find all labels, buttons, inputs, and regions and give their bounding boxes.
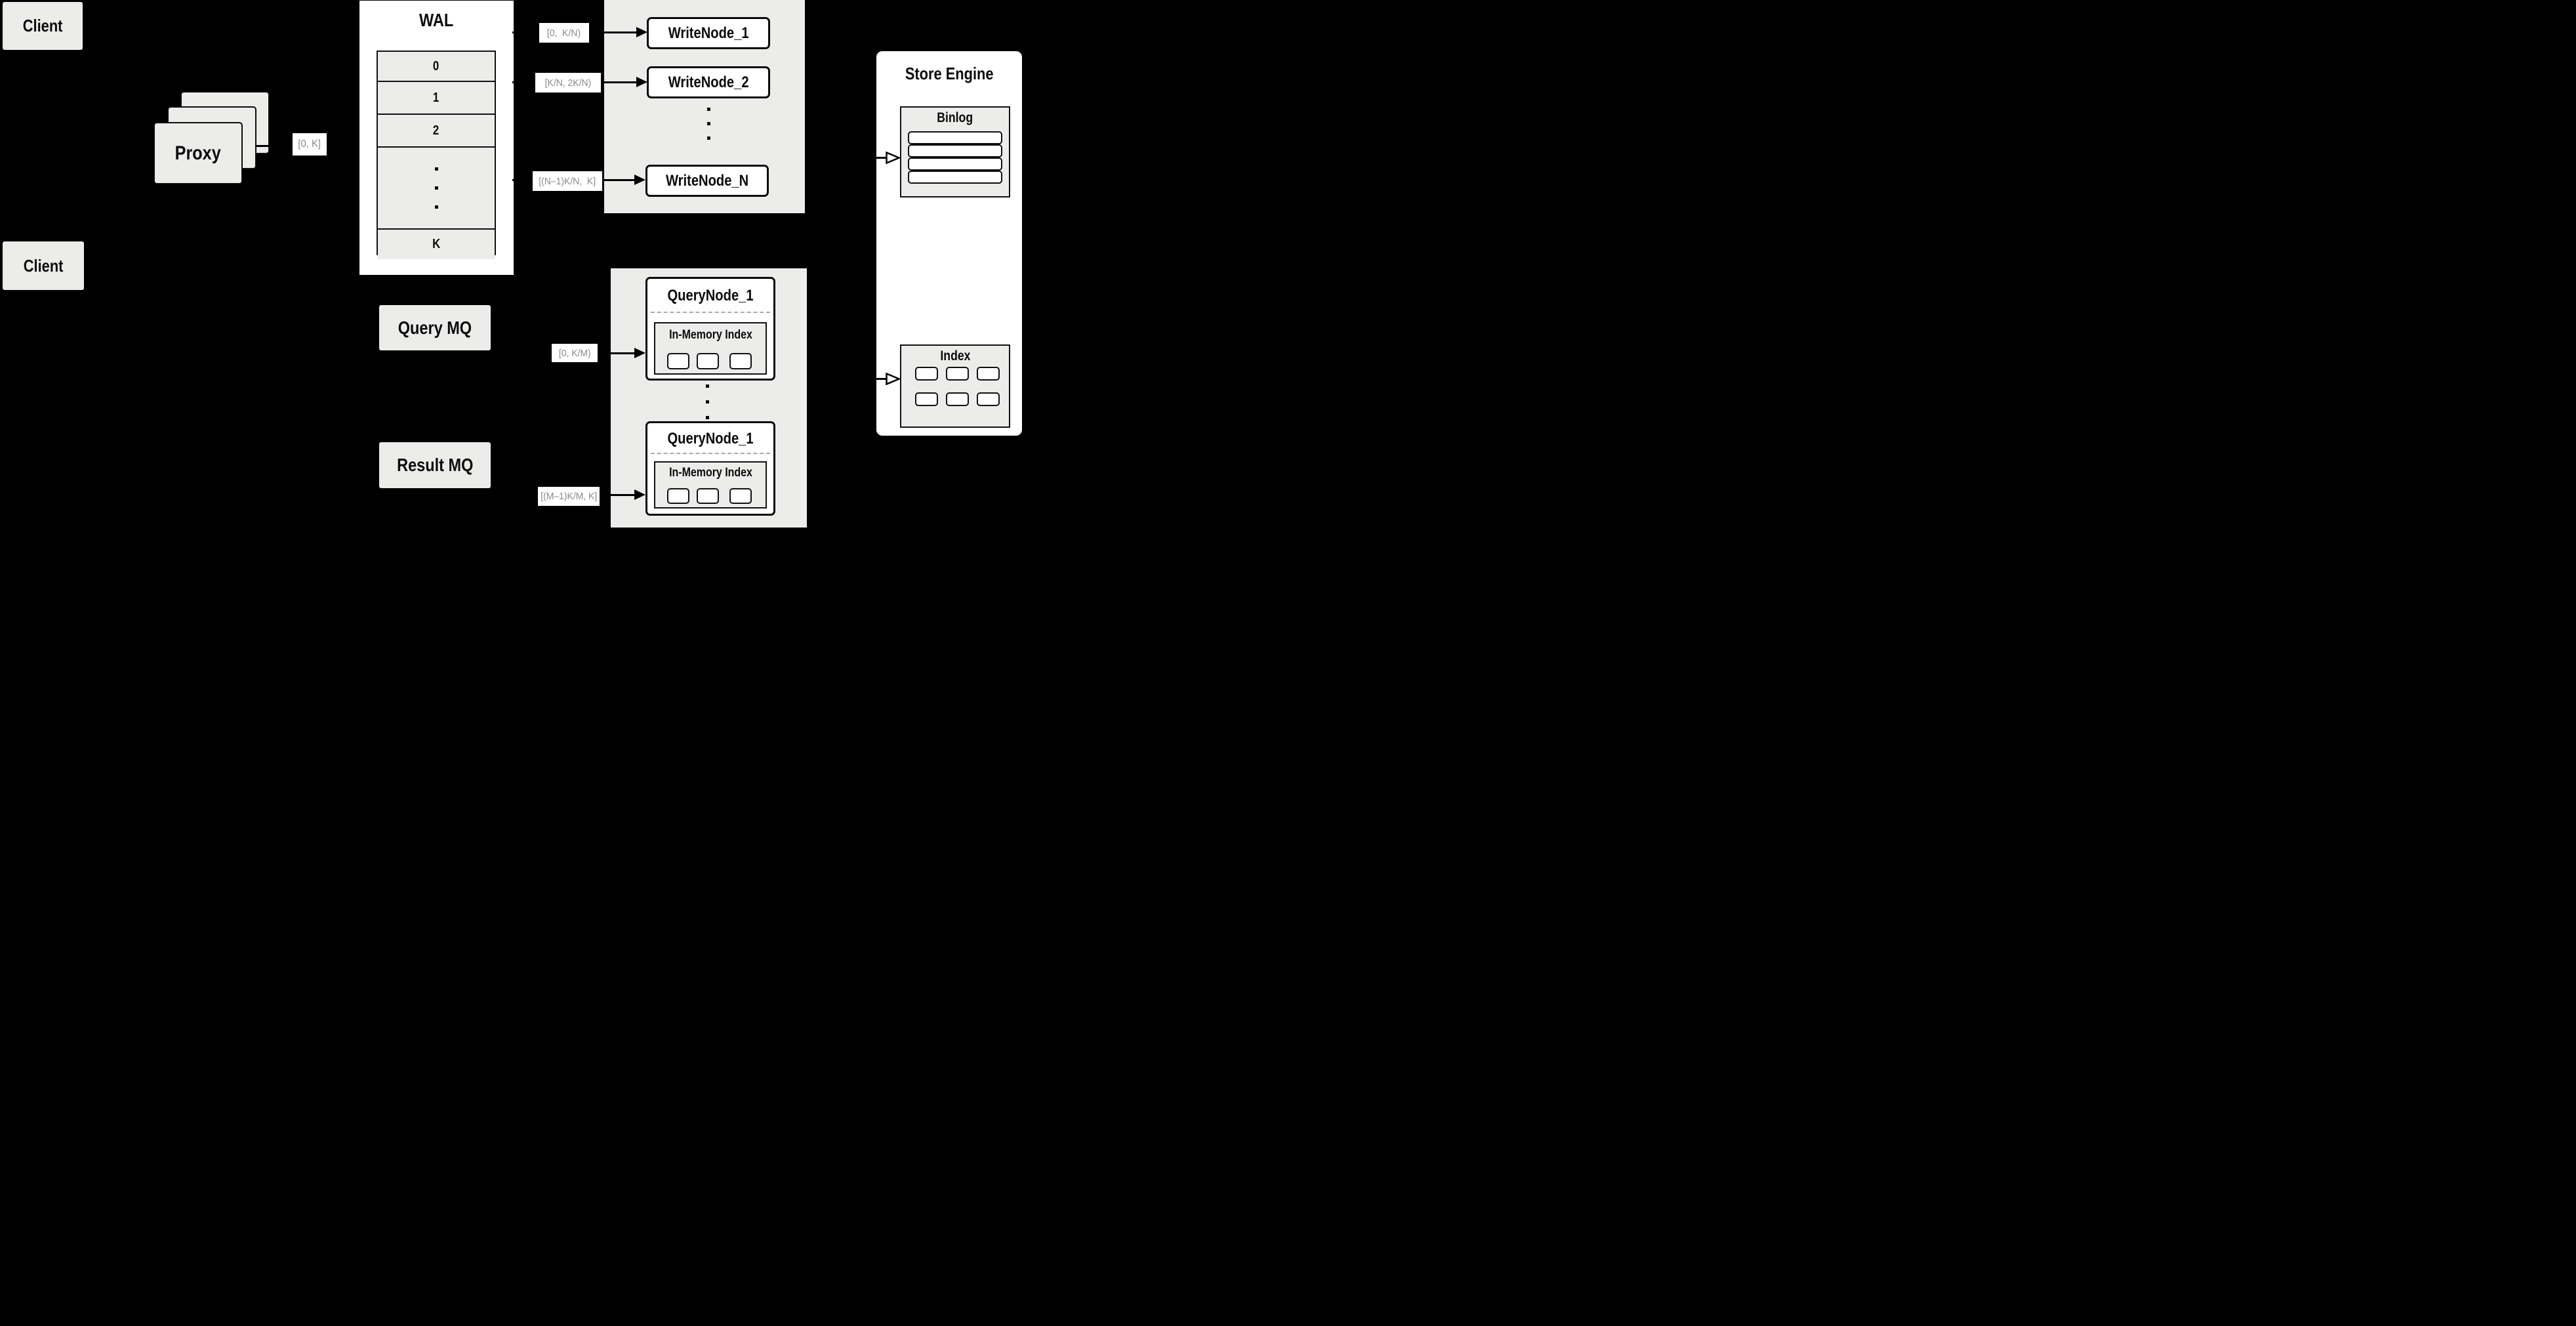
index-cell	[915, 392, 938, 406]
index-cell	[977, 392, 1000, 406]
proxy-label: Proxy	[174, 142, 222, 164]
binlog-row	[908, 157, 1002, 171]
index-cell	[946, 367, 969, 381]
in-memory-index-2-title: In-Memory Index	[668, 466, 752, 480]
connector-to-binlog	[865, 157, 888, 159]
connector-to-index	[865, 378, 888, 380]
binlog-row	[908, 144, 1002, 157]
range-chip-querynode-1: [0, K/M)	[552, 344, 598, 362]
client-box-top: Client	[3, 2, 83, 50]
querynode-1-divider	[651, 312, 770, 313]
in-memory-index-2-title-row: In-Memory Index	[654, 465, 767, 481]
range-chip-writenode-2-label: [K/N, 2K/N)	[544, 77, 592, 89]
wal-segment-row: 0	[378, 52, 495, 81]
result-mq-label: Result MQ	[396, 455, 474, 475]
in-memory-index-1-title-row: In-Memory Index	[654, 327, 767, 343]
range-chip-writenode-1: [0, K/N)	[539, 23, 589, 43]
querynode-2-title: QueryNode_1	[667, 430, 754, 447]
range-chip-querynode-1-label: [0, K/M)	[558, 347, 591, 359]
open-arrowhead-binlog	[886, 152, 900, 164]
range-chip-querynode-2-label: [(M–1)K/M, K]	[540, 491, 598, 502]
querynode-1-title-row: QueryNode_1	[645, 286, 775, 306]
vertical-ellipsis-icon	[434, 167, 438, 209]
index-cell	[915, 367, 938, 381]
wal-segment-row: K	[378, 228, 495, 259]
range-chip-writenode-1-label: [0, K/N)	[547, 27, 581, 39]
querynode-2-divider	[651, 453, 770, 454]
wal-segment-table: 0 1 2 K	[377, 51, 496, 259]
memory-segment-cell	[729, 488, 752, 504]
wal-segment-0: 0	[433, 58, 440, 73]
arrowhead-writenode2	[636, 77, 647, 87]
range-chip-querynode-2: [(M–1)K/M, K]	[538, 487, 600, 506]
wal-segment-ellipsis-cell	[378, 146, 495, 228]
range-chip-writenode-n-label: [(N–1)K/N, K]	[539, 175, 596, 187]
wal-title: WAL	[419, 10, 454, 30]
range-chip-writenode-2: [K/N, 2K/N)	[535, 73, 601, 93]
range-chip-proxy-out-label: [0, K]	[298, 138, 321, 150]
arrowhead-querynode1	[634, 348, 645, 358]
writenode-2-label: WriteNode_2	[668, 73, 749, 91]
in-memory-index-1-title: In-Memory Index	[668, 328, 752, 342]
store-engine-title-row: Store Engine	[876, 63, 1022, 84]
binlog-row	[908, 171, 1002, 184]
memory-segment-cell	[697, 488, 719, 504]
wal-title-row: WAL	[359, 9, 514, 31]
open-arrowhead-index	[886, 373, 900, 385]
proxy-card-front: Proxy	[153, 122, 243, 184]
binlog-title: Binlog	[937, 110, 973, 125]
client-box-bottom: Client	[3, 241, 84, 290]
writenode-n-label: WriteNode_N	[665, 171, 749, 190]
querynode-1-title: QueryNode_1	[667, 287, 754, 304]
vertical-ellipsis-icon	[706, 108, 711, 140]
index-title: Index	[939, 348, 971, 363]
vertical-ellipsis-icon	[705, 384, 710, 419]
query-mq-label: Query MQ	[398, 317, 472, 338]
result-mq-box: Result MQ	[379, 442, 491, 488]
arrowhead-writenode1	[636, 27, 647, 37]
store-engine-title: Store Engine	[905, 63, 994, 83]
arrowhead-querynode2	[634, 489, 645, 500]
index-box	[900, 344, 1010, 428]
wal-segment-k: K	[432, 237, 441, 251]
connector-proxy-to-range	[244, 145, 294, 147]
wal-segment-row: 1	[378, 81, 495, 114]
index-title-row: Index	[900, 348, 1010, 364]
writenode-1-box: WriteNode_1	[647, 17, 770, 49]
query-mq-box: Query MQ	[379, 305, 491, 350]
architecture-diagram: Client Client Proxy [0, K] WAL 0 1 2 K	[0, 0, 1029, 529]
range-chip-writenode-n: [(N–1)K/N, K]	[533, 171, 602, 191]
memory-segment-cell	[667, 353, 689, 369]
querynode-2-title-row: QueryNode_1	[645, 429, 775, 449]
binlog-row	[908, 131, 1002, 144]
connector-querymq-to-querynode1	[577, 352, 635, 354]
arrowhead-writenoden	[634, 175, 645, 185]
writenode-1-label: WriteNode_1	[668, 24, 749, 42]
writenode-2-box: WriteNode_2	[647, 66, 770, 98]
connector-resultmq-to-querynode2	[577, 494, 635, 496]
wal-segment-2: 2	[433, 123, 440, 138]
wal-segment-row: 2	[378, 114, 495, 146]
client-bottom-label: Client	[23, 255, 64, 276]
writenode-n-box: WriteNode_N	[645, 165, 769, 197]
client-top-label: Client	[22, 16, 63, 35]
wal-segment-1: 1	[433, 90, 440, 105]
binlog-title-row: Binlog	[900, 110, 1010, 126]
memory-segment-cell	[667, 488, 689, 504]
index-cell	[977, 367, 1000, 381]
memory-segment-cell	[729, 353, 752, 369]
memory-segment-cell	[697, 353, 719, 369]
range-chip-proxy-out: [0, K]	[293, 133, 327, 155]
connector-range-to-wal	[328, 145, 358, 147]
index-cell	[946, 392, 969, 406]
